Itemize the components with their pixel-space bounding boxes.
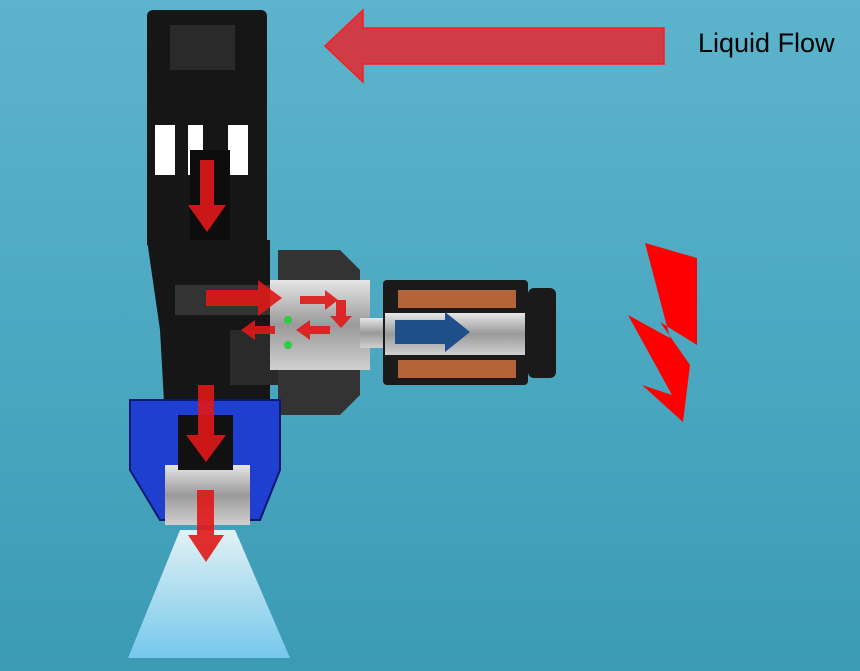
flow-arrow-icon bbox=[206, 280, 282, 316]
flow-arrow-icon bbox=[186, 385, 226, 462]
flow-arrows bbox=[186, 160, 352, 562]
spray-cone bbox=[128, 530, 290, 658]
lightning-bolt-icon bbox=[628, 243, 697, 422]
legend-label: Liquid Flow bbox=[698, 28, 835, 58]
flow-arrow-icon bbox=[241, 320, 275, 340]
legend-flow-arrow bbox=[323, 8, 665, 84]
flow-arrow-icon bbox=[330, 300, 352, 328]
flow-arrow-icon bbox=[300, 290, 338, 310]
flow-arrow-icon bbox=[296, 320, 330, 340]
flow-arrow-icon bbox=[188, 490, 224, 562]
flow-arrow-icon bbox=[188, 160, 226, 232]
actuator-arrow bbox=[395, 312, 470, 352]
